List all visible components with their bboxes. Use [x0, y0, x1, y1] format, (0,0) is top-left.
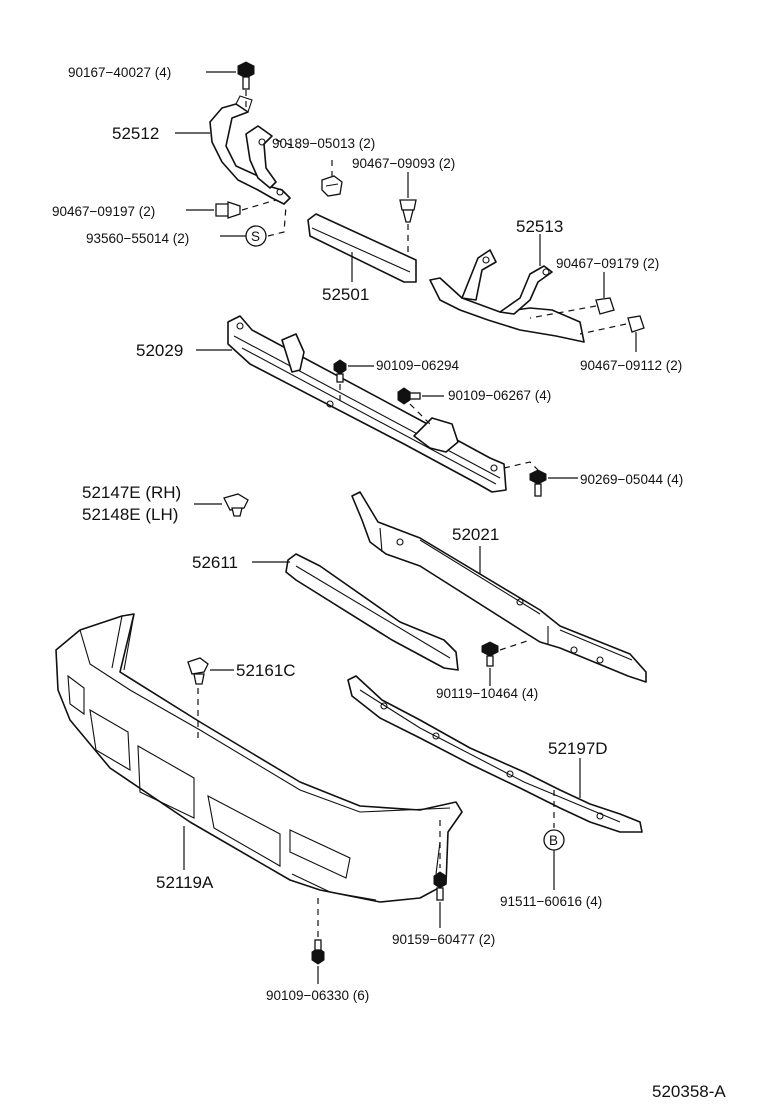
screw-90159-60477 [433, 871, 447, 901]
label-91511-60616: 91511−60616 (4) [500, 894, 602, 909]
label-93560-55014: 93560−55014 (2) [86, 231, 189, 246]
clip-90467-09179 [595, 297, 615, 315]
bolt-90119-10464 [481, 641, 499, 667]
clip-90467-09093 [399, 199, 417, 223]
label-52119A: 52119A [156, 873, 214, 892]
clip-90467-09112 [627, 315, 645, 333]
diagram-id: 520358-A [652, 1082, 726, 1101]
marker-b: B [543, 829, 565, 851]
retainer-52147E [223, 493, 249, 517]
part-52119A-bumper-cover [55, 613, 463, 903]
label-90467-09197: 90467−09197 (2) [52, 204, 155, 219]
bolt-90167-40027 [237, 61, 255, 90]
label-90109-06330: 90109−06330 (6) [266, 988, 369, 1003]
part-52501-molding [307, 213, 417, 283]
label-52148E: 52148E (LH) [82, 505, 178, 524]
label-52161C: 52161C [236, 661, 296, 680]
marker-s: S [245, 225, 267, 247]
label-52029: 52029 [136, 341, 183, 360]
label-52501: 52501 [322, 285, 369, 304]
part-52197D-bracket [347, 675, 643, 833]
label-90467-09112: 90467−09112 (2) [580, 358, 682, 373]
label-90109-06267: 90109−06267 (4) [448, 388, 551, 403]
clip-90189-05013 [321, 175, 343, 197]
label-52147E: 52147E (RH) [82, 483, 181, 502]
part-52611-absorber [285, 553, 459, 671]
label-52513: 52513 [516, 217, 563, 236]
label-90467-09093: 90467−09093 (2) [352, 156, 455, 171]
bolt-90269-05044 [529, 469, 547, 497]
part-52029-reinforcement [227, 315, 507, 493]
part-52513-bracket [429, 249, 585, 343]
svg-text:B: B [549, 833, 558, 848]
part-52512-bracket [209, 95, 291, 205]
clip-90467-09197 [215, 201, 241, 219]
label-52611: 52611 [192, 553, 238, 572]
svg-text:S: S [251, 229, 260, 244]
bolt-90109-06294 [333, 359, 347, 383]
label-90167-40027: 90167−40027 (4) [68, 65, 171, 80]
bolt-90109-06330 [311, 939, 325, 965]
label-90119-10464: 90119−10464 (4) [436, 686, 538, 701]
label-52197D: 52197D [548, 739, 608, 758]
label-52021: 52021 [452, 525, 499, 544]
label-90109-06294: 90109−06294 [376, 358, 459, 373]
bolt-90109-06267 [397, 387, 421, 405]
label-90467-09179: 90467−09179 (2) [556, 256, 659, 271]
retainer-52161C [187, 657, 209, 685]
label-90189-05013: 90189−05013 (2) [272, 136, 375, 151]
part-52021-reinforcement [351, 491, 647, 683]
label-90269-05044: 90269−05044 (4) [580, 472, 683, 487]
label-52512: 52512 [112, 124, 159, 143]
label-90159-60477: 90159−60477 (2) [392, 932, 495, 947]
